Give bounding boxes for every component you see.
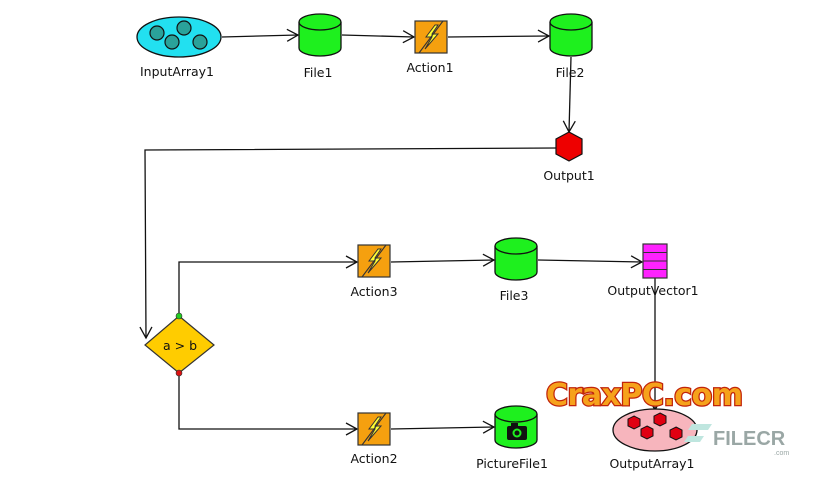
vector-stack-icon bbox=[642, 243, 668, 279]
node-action3[interactable]: Action3 bbox=[350, 244, 398, 299]
edge-inputarray1-file1[interactable] bbox=[221, 28, 300, 42]
lightning-icon bbox=[414, 20, 448, 54]
file-cylinder-icon bbox=[298, 13, 342, 57]
node-label: File3 bbox=[500, 288, 529, 303]
watermark-filecr-sub: .com bbox=[774, 450, 789, 457]
edge-decision-action3[interactable] bbox=[178, 255, 359, 316]
edge-decision-action2[interactable] bbox=[178, 373, 359, 436]
node-inputarray1[interactable]: InputArray1 bbox=[136, 16, 222, 79]
node-file1[interactable]: File1 bbox=[298, 13, 342, 80]
node-label: File2 bbox=[556, 65, 585, 80]
port-true-dot[interactable] bbox=[175, 312, 183, 320]
edge-file3-outputvector1[interactable] bbox=[537, 255, 644, 269]
node-output1[interactable]: Output1 bbox=[543, 131, 595, 183]
node-label: InputArray1 bbox=[140, 64, 214, 79]
watermark-filecr-text: FILECR bbox=[713, 428, 786, 450]
watermark-filecr: FILECR .com bbox=[684, 424, 789, 457]
decision-condition: a > b bbox=[163, 338, 197, 353]
edges bbox=[139, 28, 662, 436]
node-decision[interactable]: a > b bbox=[144, 312, 215, 377]
edge-action3-file3[interactable] bbox=[390, 253, 496, 267]
node-action1[interactable]: Action1 bbox=[406, 20, 454, 75]
node-label: Action2 bbox=[350, 451, 397, 466]
node-picturefile1[interactable]: PictureFile1 bbox=[476, 405, 548, 471]
watermark-craxpc: CraxPC.com bbox=[546, 378, 742, 413]
node-label: PictureFile1 bbox=[476, 456, 548, 471]
node-file2[interactable]: File2 bbox=[549, 13, 593, 80]
file-cylinder-icon bbox=[549, 13, 593, 57]
node-outputvector1[interactable]: OutputVector1 bbox=[607, 243, 699, 298]
node-label: Action3 bbox=[350, 284, 397, 299]
port-false-dot[interactable] bbox=[175, 369, 183, 377]
node-label: File1 bbox=[304, 65, 333, 80]
node-label: OutputArray1 bbox=[609, 456, 694, 471]
camera-icon bbox=[507, 423, 527, 440]
node-label: Output1 bbox=[543, 168, 594, 183]
file-cylinder-icon bbox=[494, 237, 538, 281]
lightning-icon bbox=[357, 244, 391, 278]
lightning-icon bbox=[357, 412, 391, 446]
edge-file2-output1[interactable] bbox=[562, 56, 576, 134]
edge-output1-decision[interactable] bbox=[139, 147, 557, 340]
edge-action1-file2[interactable] bbox=[447, 29, 551, 43]
node-label: Action1 bbox=[406, 60, 453, 75]
edge-file1-action1[interactable] bbox=[341, 30, 416, 44]
node-action2[interactable]: Action2 bbox=[350, 412, 398, 466]
node-label: OutputVector1 bbox=[607, 283, 698, 298]
hexagon-output-icon bbox=[555, 131, 583, 162]
edge-action2-picturefile1[interactable] bbox=[390, 420, 496, 434]
node-outputarray1[interactable]: OutputArray1 bbox=[609, 408, 698, 471]
node-file3[interactable]: File3 bbox=[494, 237, 538, 303]
